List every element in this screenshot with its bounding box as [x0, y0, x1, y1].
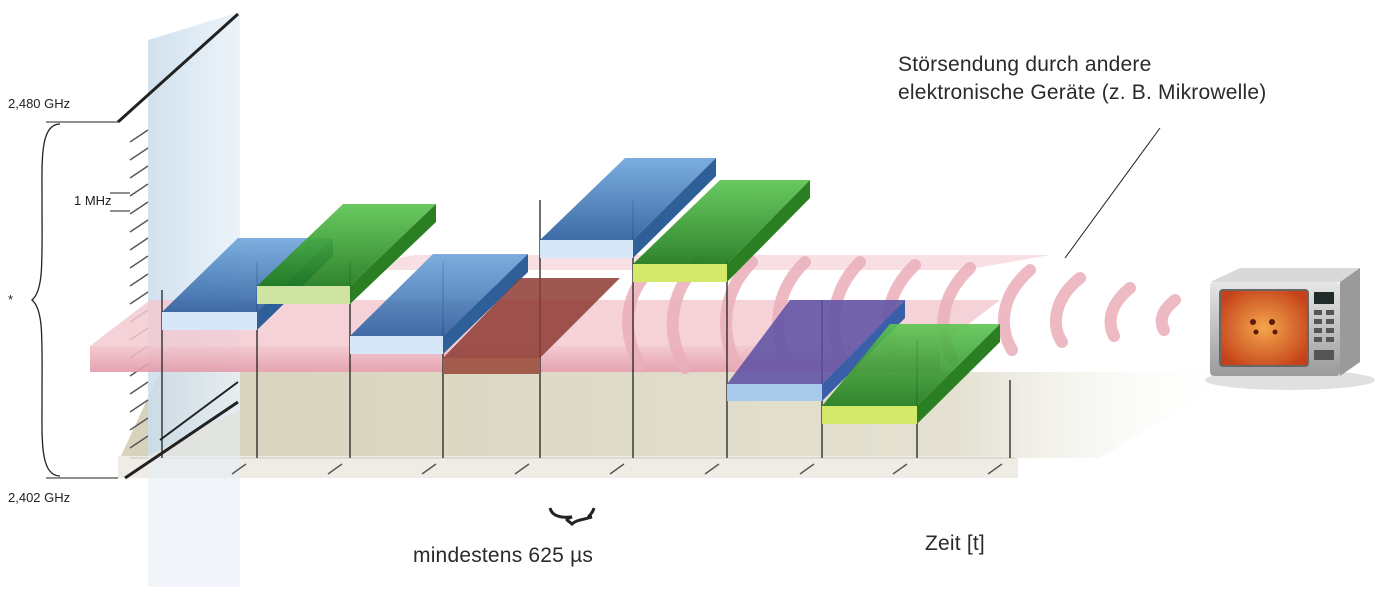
interference-label-line2: elektronische Geräte (z. B. Mikrowelle)	[898, 81, 1267, 104]
slot-duration-brace	[548, 507, 596, 527]
packet-8	[822, 324, 1000, 424]
frequency-ticks	[46, 121, 130, 479]
packet-7	[727, 300, 905, 401]
time-floor	[118, 372, 1240, 478]
microwave-icon	[1205, 268, 1375, 390]
packet-6	[633, 180, 810, 282]
channel-width-label: 1 MHz	[74, 193, 112, 208]
time-axis-ticks	[231, 463, 1003, 475]
packet-5	[540, 158, 716, 258]
frequency-min-label: 2,402 GHz	[8, 490, 71, 505]
frequency-max-label: 2,480 GHz	[8, 96, 71, 111]
time-axis-label: Zeit [t]	[925, 532, 985, 555]
channel-count-asterisk: *	[8, 292, 14, 307]
interference-pointer	[1064, 127, 1161, 259]
hop-packets	[162, 158, 1000, 424]
interference-label-line1: Störsendung durch andere	[898, 53, 1152, 76]
slot-duration-label: mindestens 625 µs	[413, 544, 594, 567]
packet-2	[257, 204, 436, 304]
packet-4	[443, 278, 620, 374]
channel-marks	[129, 129, 149, 449]
packet-3	[350, 254, 528, 354]
frequency-brace	[30, 123, 61, 477]
